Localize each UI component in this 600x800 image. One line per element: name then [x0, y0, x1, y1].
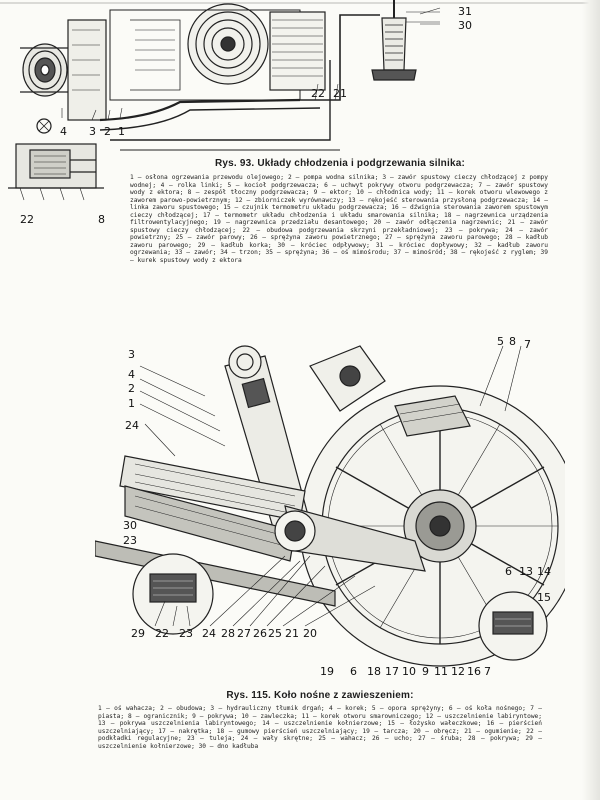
fig115-label-4: 4 — [128, 368, 135, 381]
fig115-label-8: 8 — [509, 335, 516, 348]
fig115-label-21: 21 — [285, 627, 299, 640]
fig115-label-1: 1 — [128, 397, 135, 410]
figure-115-caption-title: Rys. 115. Koło nośne z zawieszeniem: — [226, 690, 414, 701]
road-wheel-suspension-illustration — [95, 345, 565, 667]
fig115-label-12: 12 — [451, 665, 465, 678]
fig115-label-9: 9 — [422, 665, 429, 678]
fig115-label-24: 24 — [202, 627, 216, 640]
page-edge-shadow — [582, 0, 600, 800]
fig93-label-22-top: 22 — [311, 87, 325, 100]
fig115-label-7-bottom: 7 — [484, 665, 491, 678]
fig93-label-4: 4 — [60, 125, 67, 138]
fig115-label-7-top: 7 — [524, 338, 531, 351]
figure-93-caption-title: Rys. 93. Układy chłodzenia i podgrzewani… — [214, 158, 466, 169]
fig115-label-6-right: 6 — [505, 565, 512, 578]
fig115-label-25: 25 — [268, 627, 282, 640]
fig93-label-1: 1 — [118, 125, 125, 138]
fig93-label-22-bottom: 22 — [20, 213, 34, 226]
fig93-label-21: 21 — [333, 87, 347, 100]
fig115-label-5: 5 — [497, 335, 504, 348]
fig115-label-15: 15 — [537, 591, 551, 604]
fig115-label-17: 17 — [385, 665, 399, 678]
figure-93-drawing: 4 3 2 1 22 21 31 30 22 8 — [0, 0, 600, 235]
fig115-label-19: 19 — [320, 665, 334, 678]
fig93-label-30: 30 — [458, 19, 472, 32]
fig115-label-23-top: 23 — [123, 534, 137, 547]
fig115-label-29: 29 — [131, 627, 145, 640]
fig115-label-26: 26 — [253, 627, 267, 640]
figure-115-drawing: 3 4 2 1 24 30 23 5 8 7 29 22 23 24 28 27… — [95, 336, 565, 688]
fig115-label-16: 16 — [467, 665, 481, 678]
engine-cooling-illustration — [0, 0, 600, 201]
fig115-label-23: 23 — [179, 627, 193, 640]
fig115-label-22: 22 — [155, 627, 169, 640]
fig115-label-20: 20 — [303, 627, 317, 640]
fig115-label-3: 3 — [128, 348, 135, 361]
fig93-label-2: 2 — [104, 125, 111, 138]
fig93-label-31: 31 — [458, 5, 472, 18]
fig115-label-18: 18 — [367, 665, 381, 678]
fig115-label-2: 2 — [128, 382, 135, 395]
fig115-label-27: 27 — [237, 627, 251, 640]
fig115-label-13: 13 — [519, 565, 533, 578]
fig93-label-8: 8 — [98, 213, 105, 226]
figure-93-caption-body: 1 — osłona ogrzewania przewodu olejowego… — [130, 174, 548, 265]
fig115-label-10: 10 — [402, 665, 416, 678]
fig115-label-30: 30 — [123, 519, 137, 532]
fig93-label-3: 3 — [89, 125, 96, 138]
fig115-label-11: 11 — [434, 665, 448, 678]
fig115-label-6-bottom: 6 — [350, 665, 357, 678]
fig115-label-28: 28 — [221, 627, 235, 640]
fig115-label-14: 14 — [537, 565, 551, 578]
figure-115-caption-body: 1 — oś wahacza; 2 — obudowa; 3 — hydraul… — [98, 705, 542, 750]
fig115-label-24-top: 24 — [125, 419, 139, 432]
